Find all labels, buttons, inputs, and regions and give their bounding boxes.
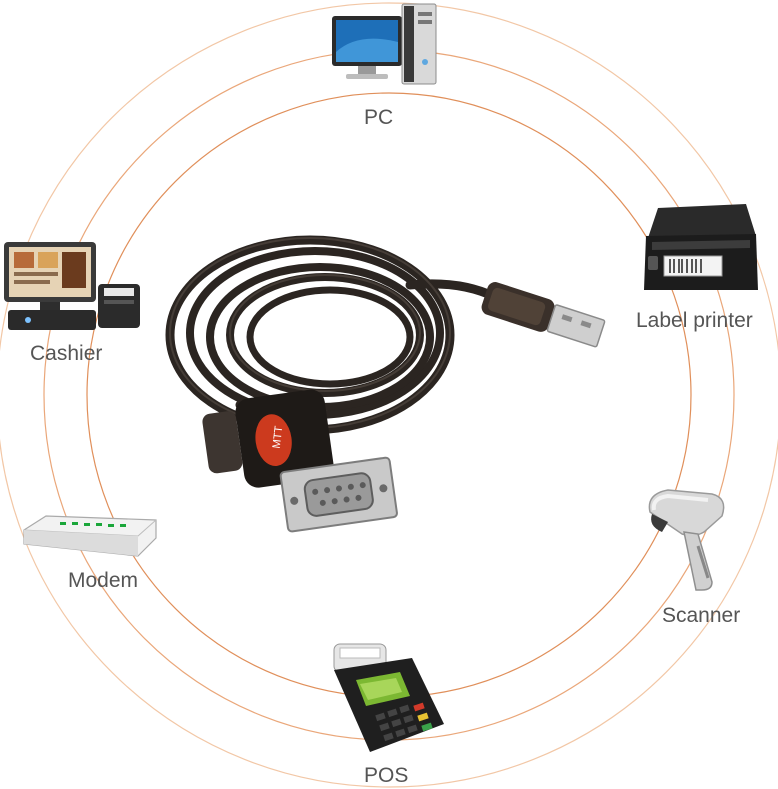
- barcode-scanner-icon: [648, 489, 725, 591]
- router-modem-icon: [23, 515, 157, 557]
- pc-label: PC: [364, 106, 394, 129]
- usb-serial-cable-icon: MTT: [165, 235, 606, 533]
- svg-text:MTT: MTT: [271, 425, 286, 449]
- desktop-computer-icon: [332, 3, 437, 85]
- scanner-label: Scanner: [662, 604, 741, 627]
- label-printer-icon: [644, 204, 758, 290]
- modem-label: Modem: [68, 569, 139, 592]
- cash-register-icon: [4, 242, 140, 330]
- label-printer-label: Label printer: [636, 309, 753, 332]
- pos-terminal-icon: [333, 643, 444, 752]
- pos-label: POS: [364, 764, 409, 787]
- cashier-label: Cashier: [30, 342, 103, 365]
